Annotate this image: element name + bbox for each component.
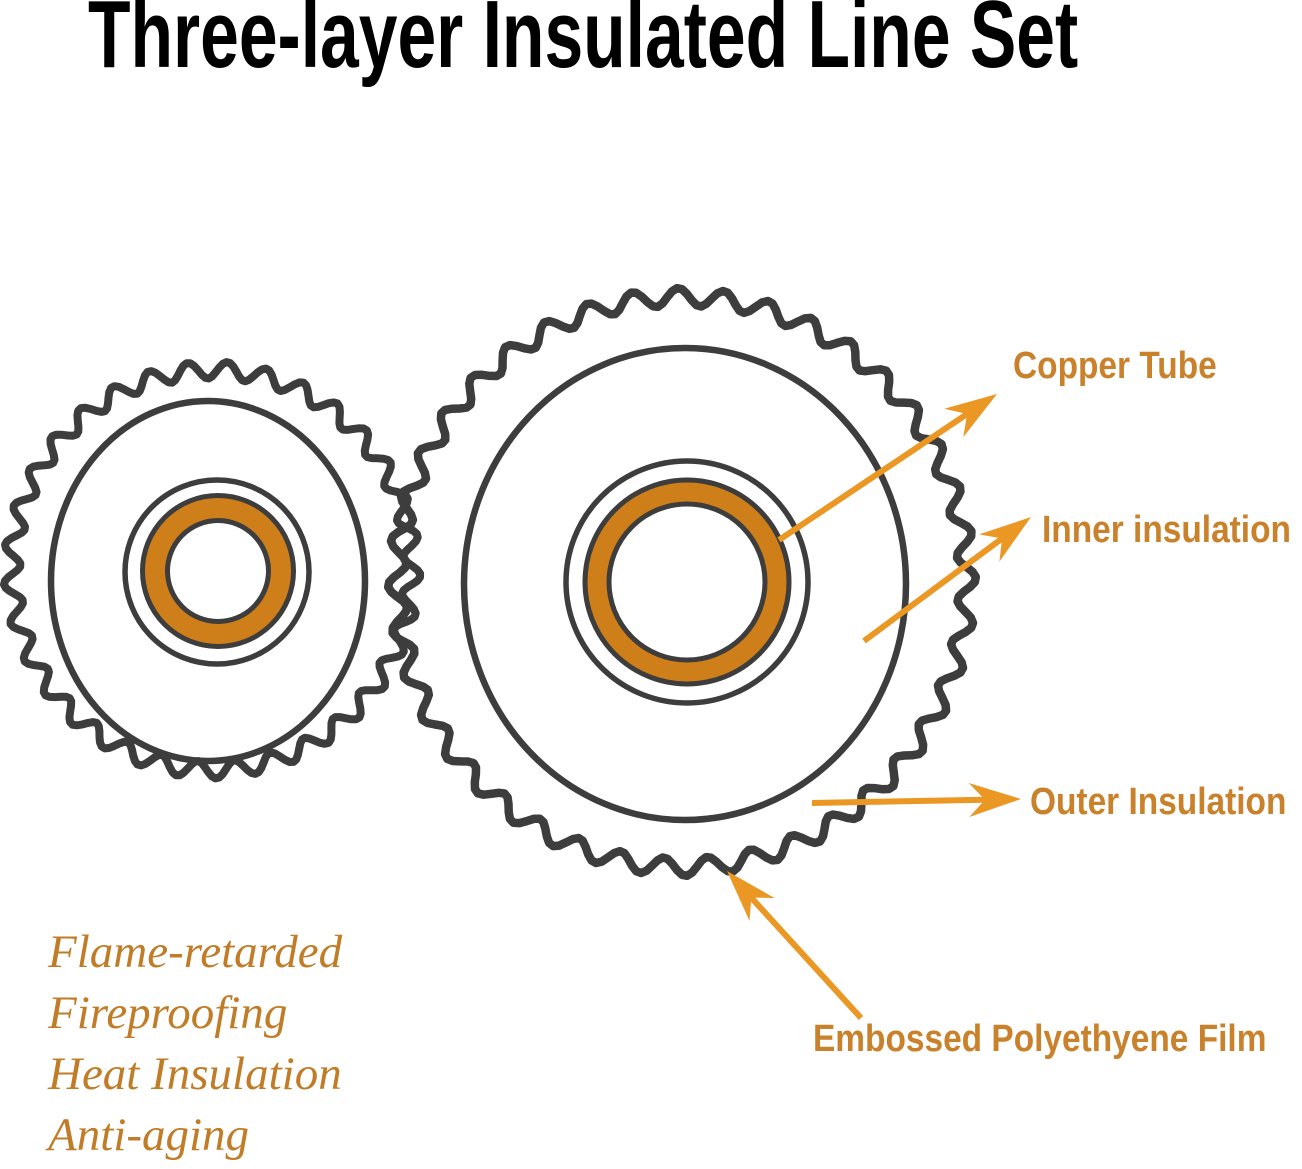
- copper-tube-ring: [142, 495, 294, 647]
- feature-item: Anti-aging: [48, 1109, 250, 1161]
- inner-insulation-label: Inner insulation: [1042, 509, 1291, 551]
- embossed-film-arrow-line: [749, 895, 864, 1021]
- inner-insulation-circle: [563, 458, 811, 706]
- copper-tube-outer-edge: [582, 477, 792, 687]
- copper-tube-outer-edge: [140, 493, 296, 649]
- feature-list: Flame-retarded Fireproofing Heat Insulat…: [48, 922, 342, 1166]
- embossed-film-arrow-head: [727, 871, 775, 921]
- copper-tube-arrow: [777, 394, 997, 543]
- outer-insulation-arrow-head: [968, 783, 1021, 817]
- inner-insulation-arrow-head: [979, 517, 1031, 562]
- feature-item: Fireproofing: [48, 987, 288, 1039]
- copper-tube-arrow-line: [777, 411, 969, 543]
- copper-tube-inner-edge: [606, 501, 768, 663]
- large-tube-cross-section: [383, 283, 981, 881]
- embossed-film-arrow: [727, 871, 864, 1021]
- copper-tube-inner-edge: [165, 518, 271, 624]
- inner-insulation-arrow: [862, 517, 1031, 644]
- feature-item: Heat Insulation: [48, 1048, 342, 1100]
- copper-tube-arrow-head: [944, 394, 997, 438]
- outer-insulation-label: Outer Insulation: [1030, 781, 1287, 823]
- outer-insulation-arrow-line: [811, 796, 986, 806]
- embossed-film-outline: [0, 358, 425, 783]
- copper-tube-ring: [585, 480, 789, 684]
- inner-insulation-circle: [122, 477, 312, 667]
- embossed-film-outline: [383, 283, 981, 881]
- small-tube-cross-section: [0, 358, 425, 783]
- page-title: Three-layer Insulated Line Set: [88, 0, 1079, 88]
- outer-insulation-circle: [47, 397, 369, 765]
- outer-insulation-circle: [460, 344, 910, 824]
- inner-insulation-arrow-line: [862, 536, 1004, 644]
- copper-tube-label: Copper Tube: [1013, 345, 1217, 387]
- outer-insulation-arrow: [811, 783, 1021, 817]
- feature-item: Flame-retarded: [48, 926, 343, 978]
- embossed-film-label: Embossed Polyethyene Film: [813, 1018, 1267, 1060]
